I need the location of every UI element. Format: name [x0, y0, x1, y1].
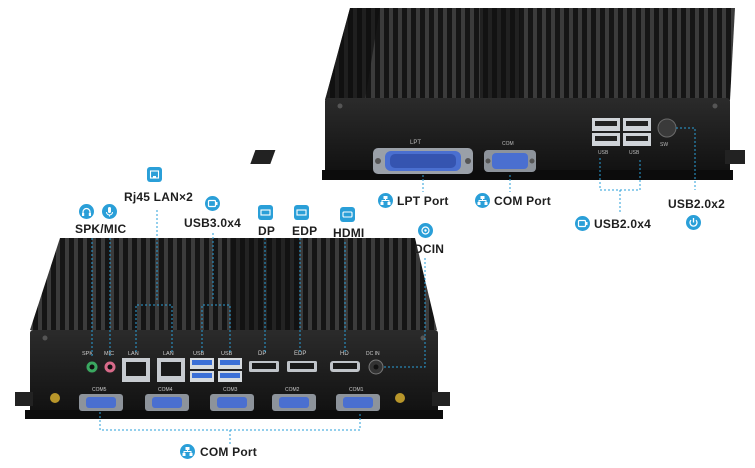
- usb2x4-label: USB2.0x4: [594, 217, 651, 231]
- dp-silk: DP: [258, 351, 266, 357]
- power-button: [657, 118, 677, 138]
- device-rear: LPT COM USB USB SW: [250, 8, 745, 212]
- dcin-icon: [418, 223, 433, 238]
- antenna-right: [395, 393, 405, 403]
- dp-label: DP: [258, 224, 276, 238]
- network-icon-lpt: [378, 193, 393, 208]
- com3-silk: COM3: [223, 387, 238, 393]
- usb-silk-2: USB: [221, 351, 233, 357]
- edp-label: EDP: [292, 224, 318, 238]
- power-icon: [686, 215, 701, 230]
- dcin-label: DCIN: [414, 242, 445, 256]
- usb2x2-label: USB2.0x2: [668, 197, 725, 211]
- mic-silk: MIC: [104, 351, 114, 357]
- network-icon-com-bottom: [180, 444, 195, 459]
- com-connector-rear: [484, 150, 536, 172]
- lan-ports: [122, 358, 185, 382]
- device-front: SPK MIC LAN LAN USB USB DP EDP HD DC I: [15, 210, 450, 445]
- heatsink-fins-rear: [325, 8, 735, 100]
- dp-icon: [258, 205, 273, 220]
- lpt-connector: [373, 148, 473, 174]
- usb-silk-a: USB: [598, 150, 609, 156]
- lan-silk-2: LAN: [163, 351, 174, 357]
- lpt-port-label: LPT Port: [397, 194, 449, 208]
- spk-mic-label: SPK/MIC: [75, 222, 127, 236]
- lan-silk-1: LAN: [128, 351, 139, 357]
- com2-silk: COM2: [285, 387, 300, 393]
- rj45-label: Rj45 LAN×2: [124, 190, 194, 204]
- edp-silk: EDP: [294, 351, 306, 357]
- usb-icon-usb2x4: [575, 216, 590, 231]
- usb3-ports: [190, 358, 242, 382]
- hdmi-label: HDMI: [333, 226, 365, 240]
- com-port-top-label: COM Port: [494, 194, 551, 208]
- usb3x4-label: USB3.0x4: [184, 216, 241, 230]
- lan-icon: [147, 167, 162, 182]
- antenna-left: [50, 393, 60, 403]
- spk-silk: SPK: [82, 351, 93, 357]
- usb-icon-usb3: [205, 196, 220, 211]
- com-ports-front: [79, 394, 380, 411]
- com-port-bottom-label: COM Port: [200, 445, 257, 459]
- usb-silk-1: USB: [193, 351, 205, 357]
- dcin-silk: DC IN: [366, 351, 380, 357]
- com5-silk: COM5: [92, 387, 107, 393]
- microphone-icon: [102, 204, 117, 219]
- hdmi-icon: [340, 207, 355, 222]
- usb-silk-b: USB: [629, 150, 640, 156]
- lpt-silk: LPT: [410, 140, 421, 146]
- com1-silk: COM1: [349, 387, 364, 393]
- edp-icon: [294, 205, 309, 220]
- hd-silk: HD: [340, 351, 349, 357]
- network-icon-com-top: [475, 193, 490, 208]
- sw-silk: SW: [660, 142, 668, 148]
- headphone-icon: [79, 204, 94, 219]
- com4-silk: COM4: [158, 387, 173, 393]
- com-silk: COM: [502, 141, 514, 147]
- usb2-ports-rear: [592, 118, 651, 146]
